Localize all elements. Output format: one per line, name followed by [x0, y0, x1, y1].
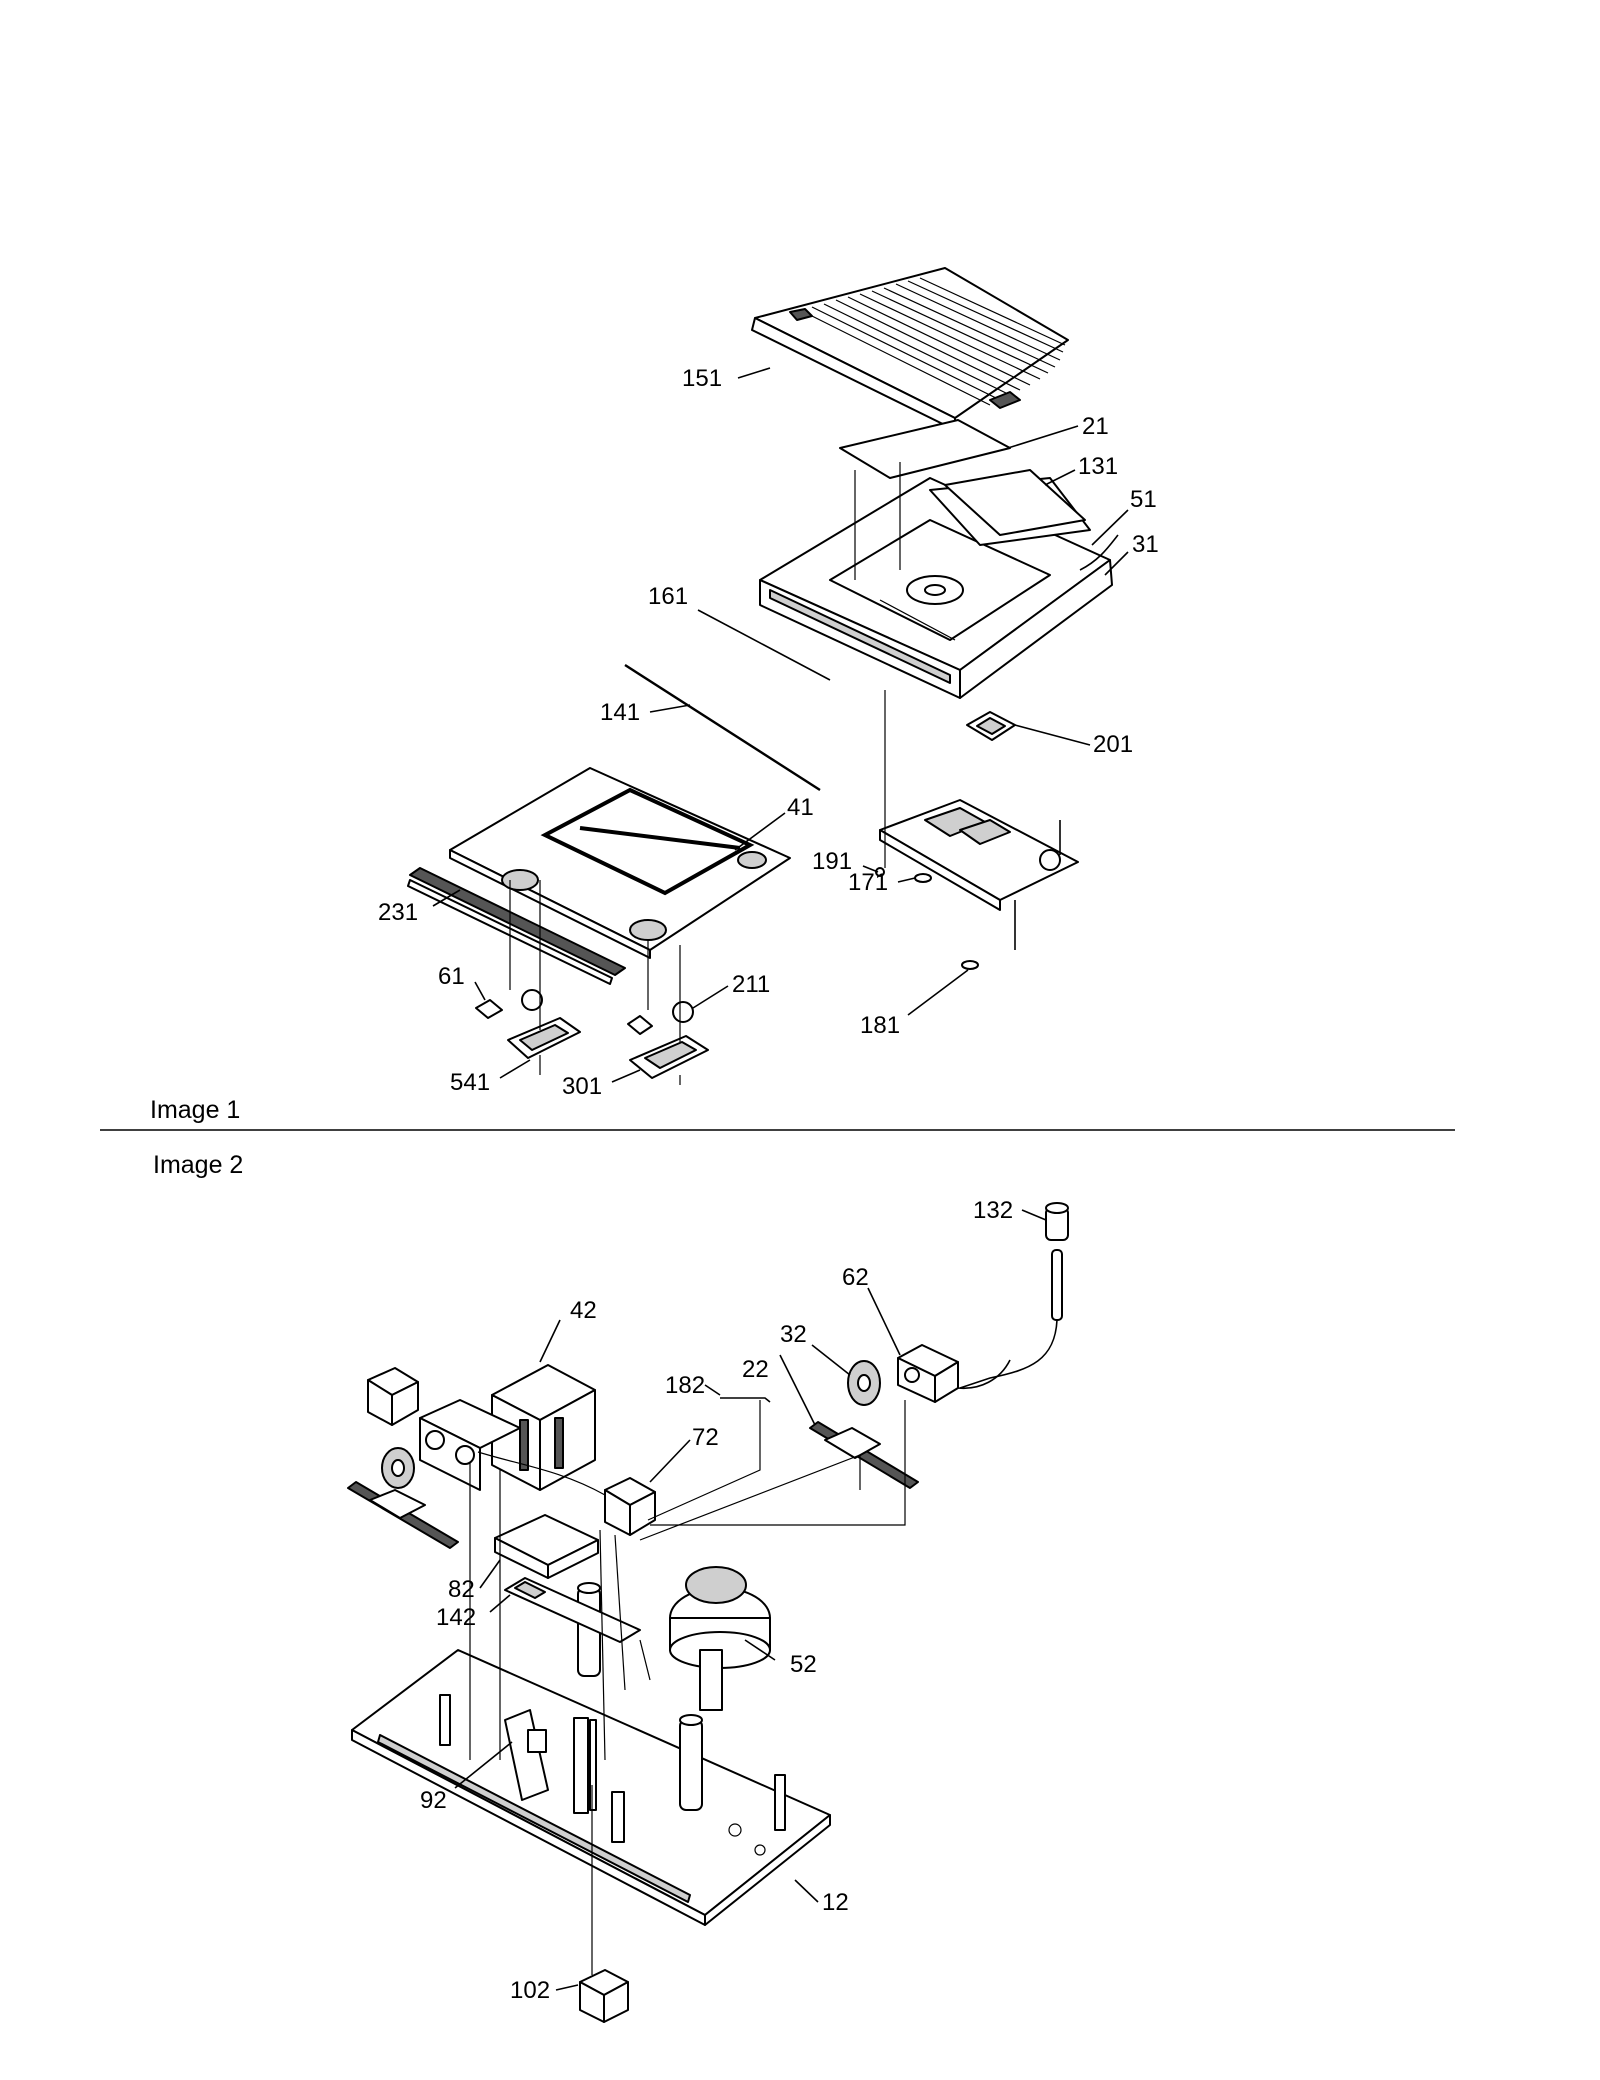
callout-132: 132 [973, 1197, 1013, 1224]
callout-211: 211 [732, 971, 770, 998]
image-2-callouts: 132 62 42 32 22 182 72 82 142 52 92 12 1… [420, 1197, 1013, 2004]
callout-52: 52 [790, 1651, 817, 1678]
part-541-lamp-housing [507, 1017, 581, 1059]
part-182-rod [720, 1397, 771, 1403]
part-62-motor [897, 1344, 959, 1403]
callout-142: 142 [436, 1604, 476, 1631]
callout-182: 182 [665, 1372, 705, 1399]
part-22-rail [809, 1421, 919, 1489]
callout-171: 171 [848, 869, 888, 896]
part-12-base [351, 1649, 831, 1926]
part-post-right-top [679, 1714, 703, 1726]
part-201-pad [966, 711, 1016, 741]
part-142-bracket [504, 1577, 641, 1643]
callout-62: 62 [842, 1264, 869, 1291]
part-control-board [879, 799, 1079, 950]
image-1-leaders [432, 367, 1129, 1083]
callout-541: 541 [450, 1069, 490, 1096]
callout-201: 201 [1093, 731, 1133, 758]
image-1-guide-lines [509, 462, 901, 1085]
callout-51: 51 [1130, 486, 1157, 513]
image-2-assembly: 132 62 42 32 22 182 72 82 142 52 92 12 1… [347, 1197, 1069, 2023]
callout-161: 161 [648, 583, 688, 610]
image-1-callouts: 151 21 131 51 31 161 141 201 41 191 171 … [378, 365, 1159, 1100]
caption-image-2: Image 2 [153, 1151, 243, 1179]
part-102-switch [579, 1969, 629, 2023]
image-2-wiring [469, 1400, 906, 1975]
image-2-leaders [454, 1209, 1047, 1991]
callout-61: 61 [438, 963, 465, 990]
part-141-rod [624, 663, 821, 792]
part-151-cover [751, 267, 1069, 431]
callout-102: 102 [510, 1977, 550, 2004]
part-31-housing [759, 477, 1113, 699]
callout-141: 141 [600, 699, 640, 726]
part-52-timer [669, 1566, 771, 1711]
part-socket-right [627, 1015, 653, 1035]
callout-131: 131 [1078, 453, 1118, 480]
part-post-left-top [577, 1582, 601, 1594]
callout-72: 72 [692, 1424, 719, 1451]
callout-42: 42 [570, 1297, 597, 1324]
callout-231: 231 [378, 899, 418, 926]
part-42-motor-housing [419, 1399, 521, 1491]
part-left-fan [381, 1447, 415, 1489]
part-211-bulb [672, 1001, 694, 1023]
part-171-clip [914, 873, 932, 883]
part-42-transformer [491, 1364, 596, 1491]
part-left-block [367, 1367, 419, 1426]
part-61-socket [475, 999, 503, 1019]
callout-92: 92 [420, 1787, 447, 1814]
callout-301: 301 [562, 1073, 602, 1100]
part-132-sensor [957, 1202, 1069, 1390]
callout-21: 21 [1082, 413, 1109, 440]
part-181-clip [961, 960, 979, 970]
part-92-bracket [504, 1709, 549, 1801]
part-51-wire [1079, 534, 1119, 571]
callout-22: 22 [742, 1356, 769, 1383]
callout-82: 82 [448, 1576, 475, 1603]
part-131-bracket [944, 469, 1086, 536]
part-32-fan [847, 1360, 881, 1406]
part-72-block [604, 1477, 656, 1536]
callout-151: 151 [682, 365, 722, 392]
caption-image-1: Image 1 [150, 1096, 240, 1124]
part-left-rail [347, 1481, 459, 1549]
callout-191: 191 [812, 848, 852, 875]
callout-41: 41 [787, 794, 814, 821]
part-bulb-left [521, 989, 543, 1011]
part-82-block [494, 1514, 599, 1579]
callout-181: 181 [860, 1012, 900, 1039]
callout-31: 31 [1132, 531, 1159, 558]
image-1-assembly: 151 21 131 51 31 161 141 201 41 191 171 … [378, 267, 1159, 1100]
part-post-right [679, 1719, 703, 1811]
part-41-tray [449, 767, 791, 959]
part-301-lamp-housing [629, 1035, 709, 1079]
part-21-panel [839, 419, 1011, 479]
callout-32: 32 [780, 1321, 807, 1348]
callout-12: 12 [822, 1889, 849, 1916]
